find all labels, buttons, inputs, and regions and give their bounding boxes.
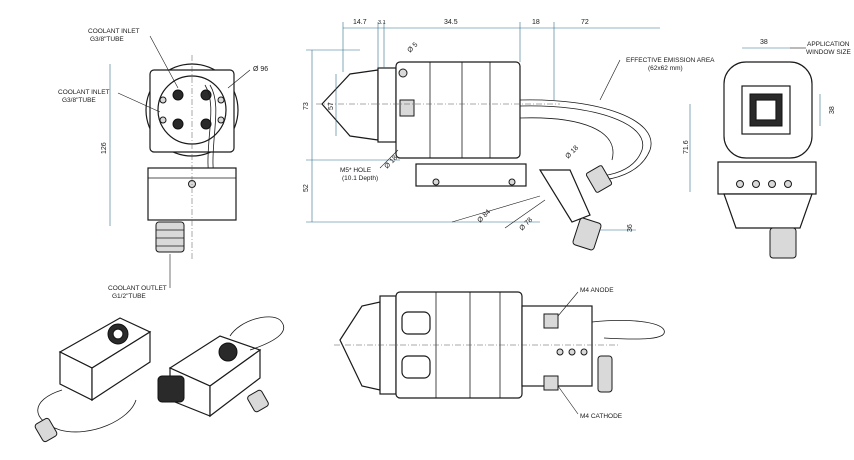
dim-34-5-text: 34.5 xyxy=(444,19,458,26)
side-hose-2 xyxy=(519,117,614,161)
dim-d18b-text: Ø 18 xyxy=(564,144,580,160)
iso2-hose xyxy=(229,316,285,351)
dim-57-text: 57 xyxy=(328,102,335,110)
top-port-3 xyxy=(580,348,588,356)
outlet-threads xyxy=(156,229,184,247)
dim-52-text: 52 xyxy=(303,184,310,192)
rail-hole-2 xyxy=(508,178,516,186)
leader-d78 xyxy=(504,199,546,229)
dim-126-text: 126 xyxy=(101,142,108,154)
leader-inlet-1 xyxy=(149,35,179,89)
bolt-4 xyxy=(217,116,225,124)
label-emission-b: (62x62 mm) xyxy=(648,65,683,72)
dim-d96-text: Ø 96 xyxy=(253,66,268,73)
dim-d5-text: Ø 5 xyxy=(406,41,419,54)
iso2-cylinder xyxy=(218,342,238,362)
leader-d84 xyxy=(451,195,541,223)
side-hose-1-edge xyxy=(519,105,644,177)
anode-terminal xyxy=(543,313,559,329)
window-view xyxy=(717,47,821,259)
leader-anode xyxy=(557,291,579,317)
leader-m5 xyxy=(379,149,399,169)
label-coolant-inlet-1b: G3/8"TUBE xyxy=(90,36,124,43)
bolt-3 xyxy=(217,96,225,104)
top-body-slot-2 xyxy=(401,355,431,379)
side-outlet-arm xyxy=(538,169,591,223)
label-app-window-b: WINDOW SIZE xyxy=(806,49,851,56)
label-emission-a: EFFECTIVE EMISSION AREA xyxy=(626,57,715,64)
side-flange xyxy=(377,67,397,143)
top-port-2 xyxy=(568,348,576,356)
label-m4-cathode: M4 CATHODE xyxy=(580,413,623,420)
iso1-cylinder-core xyxy=(112,328,124,340)
leader-inlet-2 xyxy=(117,92,161,113)
label-coolant-inlet-1a: COOLANT INLET xyxy=(88,28,140,35)
dim-3-1-text: 3.1 xyxy=(378,20,386,26)
window-base xyxy=(717,161,817,195)
label-app-window-a: APPLICATION xyxy=(807,41,850,48)
iso2-body-front xyxy=(209,348,261,418)
dim-38h-text: 38 xyxy=(829,106,836,114)
top-hose xyxy=(591,320,665,340)
window-outlet-fitting xyxy=(769,227,797,259)
cathode-terminal xyxy=(543,375,559,391)
leader-cathode xyxy=(557,385,579,415)
isometric-view-1 xyxy=(34,317,152,443)
fitting-1 xyxy=(172,89,184,101)
side-bolt-top xyxy=(398,68,408,78)
top-view xyxy=(334,291,665,415)
iso2-window xyxy=(157,375,185,403)
dim-36-text: 36 xyxy=(627,224,634,232)
fitting-3 xyxy=(172,118,184,130)
side-base-rail xyxy=(415,163,527,187)
fitting-4 xyxy=(200,118,212,130)
outlet-fitting xyxy=(155,221,185,253)
rail-hole-1 xyxy=(432,178,440,186)
dim-73-text: 73 xyxy=(303,102,310,110)
label-coolant-inlet-2b: G3/8"TUBE xyxy=(62,97,96,104)
side-inlet-fitting xyxy=(585,165,613,193)
top-nose-cone xyxy=(339,301,381,391)
bolt-1 xyxy=(159,96,167,104)
window-port-2 xyxy=(752,180,760,188)
dim-18-text: 18 xyxy=(532,19,540,26)
window-port-4 xyxy=(784,180,792,188)
iso1-hose xyxy=(37,389,137,433)
label-m4-anode: M4 ANODE xyxy=(580,287,614,294)
label-m5-hole-a: M5* HOLE xyxy=(340,167,372,174)
window-lower-body xyxy=(723,193,813,229)
label-m5-hole-b: (10.1 Depth) xyxy=(342,175,378,182)
side-clamp xyxy=(399,99,415,117)
isometric-view-2 xyxy=(157,316,285,418)
bolt-2 xyxy=(159,116,167,124)
top-body-slot-1 xyxy=(401,311,431,335)
dim-d78-text: Ø 78 xyxy=(518,216,534,232)
leader-emission xyxy=(599,59,621,101)
iso2-fitting xyxy=(247,389,269,413)
iso1-body-front xyxy=(91,330,151,402)
dim-38w-text: 38 xyxy=(760,39,768,46)
label-coolant-inlet-2a: COOLANT INLET xyxy=(58,89,110,96)
leader-d96 xyxy=(227,69,251,89)
window-port-3 xyxy=(768,180,776,188)
dim-14-7-text: 14.7 xyxy=(353,19,367,26)
label-coolant-outlet-b: G1/2"TUBE xyxy=(112,293,146,300)
application-window-inner xyxy=(755,99,777,121)
side-body xyxy=(395,61,521,159)
side-view xyxy=(306,22,691,251)
label-coolant-outlet-a: COOLANT OUTLET xyxy=(108,285,167,292)
side-outlet-fitting xyxy=(572,217,602,251)
dim-71-6-text: 71.6 xyxy=(683,140,690,154)
iso1-fitting xyxy=(34,417,58,443)
side-hose-1 xyxy=(519,99,652,181)
front-view xyxy=(109,35,251,288)
top-port-1 xyxy=(556,348,564,356)
top-outlet-fitting xyxy=(597,355,613,393)
window-port-1 xyxy=(736,180,744,188)
dim-72-text: 72 xyxy=(581,19,589,26)
